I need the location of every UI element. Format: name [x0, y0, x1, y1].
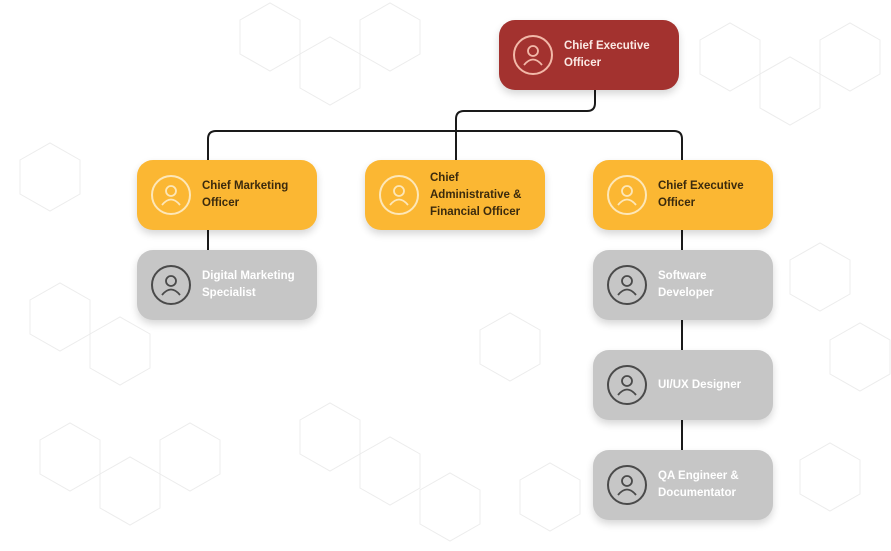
- node-chief-executive-officer[interactable]: Chief Executive Officer: [499, 20, 679, 90]
- connector-ceo-to-chiefs: [455, 88, 596, 131]
- connector-horizontal-bar: [207, 130, 683, 160]
- node-label: QA Engineer & Documentator: [658, 470, 739, 499]
- user-icon: [607, 365, 647, 405]
- node-chief-administrative-financial-officer[interactable]: Chief Administrative & Financial Officer: [365, 160, 545, 230]
- node-label: Chief Executive Officer: [564, 40, 650, 69]
- node-qa-engineer-documentator[interactable]: QA Engineer & Documentator: [593, 450, 773, 520]
- node-software-developer[interactable]: Software Developer: [593, 250, 773, 320]
- user-icon: [379, 175, 419, 215]
- node-label: Chief Administrative & Financial Officer: [430, 171, 522, 218]
- user-icon: [513, 35, 553, 75]
- user-icon: [151, 265, 191, 305]
- node-chief-executive-officer-2[interactable]: Chief Executive Officer: [593, 160, 773, 230]
- node-label: Chief Marketing Officer: [202, 180, 289, 209]
- node-label: Software Developer: [658, 270, 714, 299]
- node-label: UI/UX Designer: [658, 378, 742, 391]
- user-icon: [607, 265, 647, 305]
- node-label: Chief Executive Officer: [658, 180, 744, 209]
- node-ui-ux-designer[interactable]: UI/UX Designer: [593, 350, 773, 420]
- node-label: Digital Marketing Specialist: [202, 270, 295, 299]
- user-icon: [151, 175, 191, 215]
- node-chief-marketing-officer[interactable]: Chief Marketing Officer: [137, 160, 317, 230]
- node-digital-marketing-specialist[interactable]: Digital Marketing Specialist: [137, 250, 317, 320]
- user-icon: [607, 465, 647, 505]
- user-icon: [607, 175, 647, 215]
